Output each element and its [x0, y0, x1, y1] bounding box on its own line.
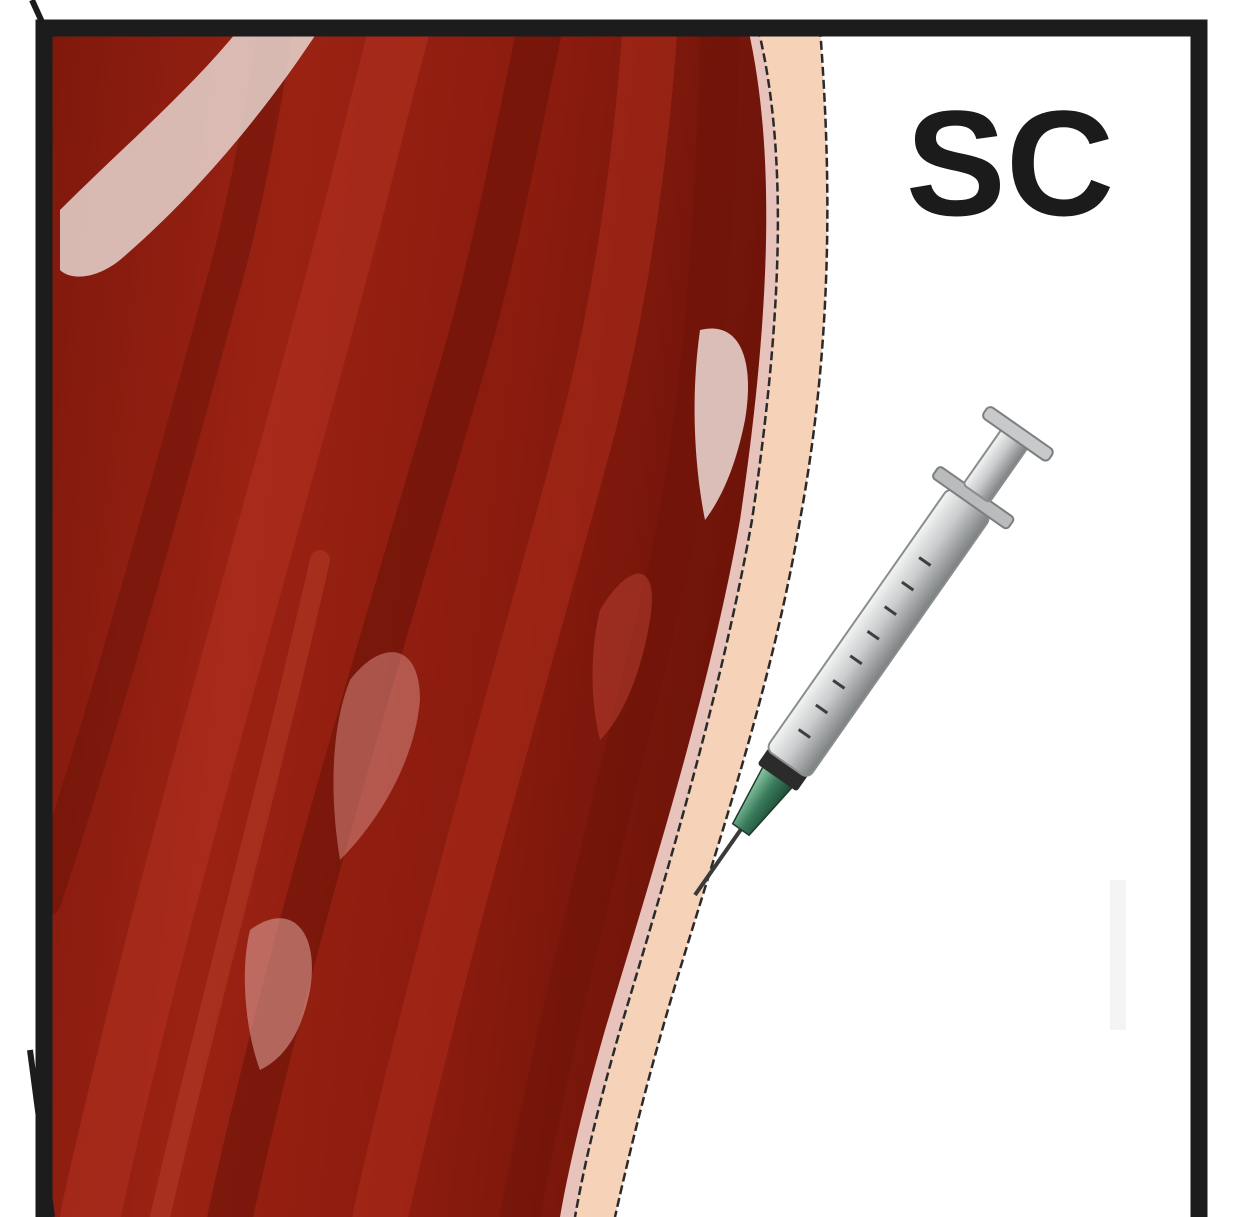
faint-mark — [1110, 880, 1126, 1030]
route-label: SC — [906, 79, 1114, 247]
